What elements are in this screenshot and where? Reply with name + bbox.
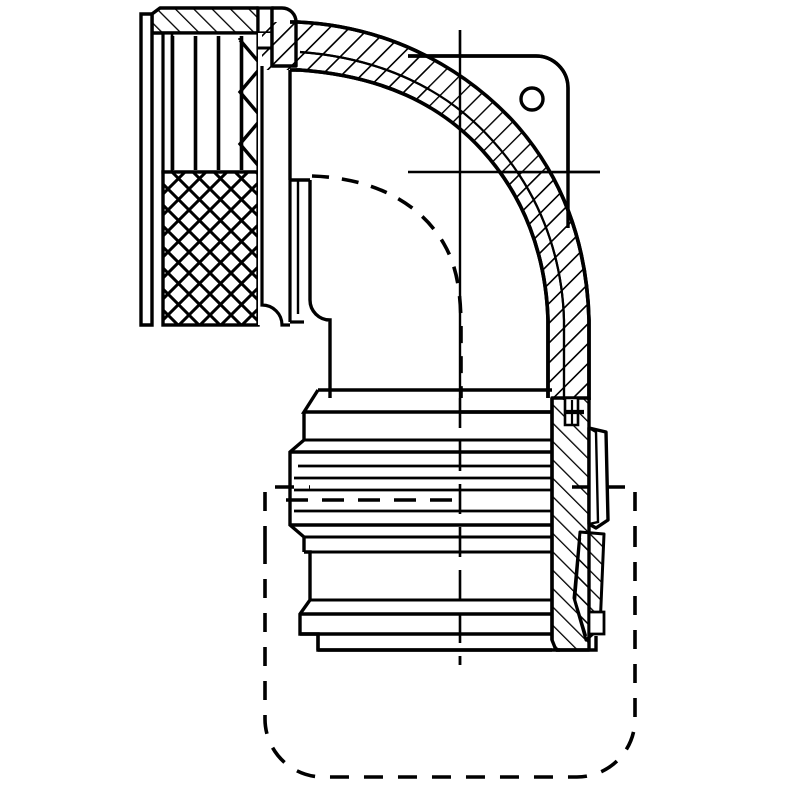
sleeve-fill — [258, 33, 290, 325]
outer-envelope-hidden-outline — [263, 485, 637, 779]
mounting-hole-icon — [519, 86, 545, 112]
threaded-ferrule-lines — [286, 464, 552, 513]
coupling-nut-knurl-body — [161, 170, 260, 327]
coupling-nut-flute-band — [161, 31, 260, 174]
coupling-nut-top-cap — [150, 6, 260, 35]
rear-body-profile — [288, 388, 552, 552]
rear-sectioned-wall — [550, 396, 610, 652]
nut-outer-jacket — [139, 12, 154, 327]
flange-right-edge — [535, 54, 570, 172]
elbow-left-wall — [288, 178, 332, 398]
